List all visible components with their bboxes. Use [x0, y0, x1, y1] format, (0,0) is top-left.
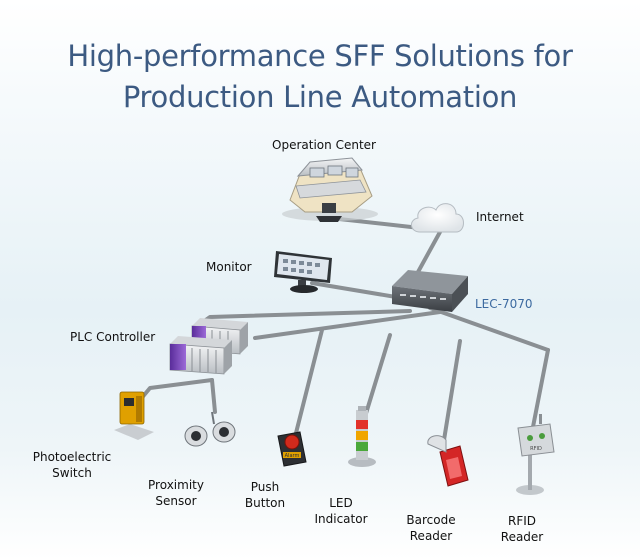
- label-barcode-line1: Barcode: [406, 513, 456, 527]
- label-plc-controller: PLC Controller: [70, 330, 156, 344]
- barcode-reader-icon: [427, 435, 469, 487]
- label-led-indicator: LED Indicator: [314, 495, 367, 527]
- title-line-1: High-performance SFF Solutions for: [67, 39, 573, 73]
- label-led-line2: Indicator: [314, 512, 368, 526]
- title-line-2: Production Line Automation: [122, 80, 518, 114]
- label-proximity-line2: Sensor: [155, 494, 197, 508]
- label-internet: Internet: [476, 210, 524, 224]
- label-proximity-sensor: Proximity Sensor: [148, 477, 204, 509]
- cable-lec-to-busline: [253, 310, 442, 340]
- rfid-device-text: RFID: [530, 446, 542, 452]
- proximity-sensor-icon: [184, 411, 236, 447]
- cable-lec-trunk: [428, 306, 550, 352]
- label-led-line1: LED: [329, 496, 353, 510]
- cable-to-led: [362, 333, 392, 422]
- led-indicator-icon: [348, 406, 376, 467]
- label-photoelectric-line2: Switch: [52, 466, 92, 480]
- label-rfid-line1: RFID: [507, 514, 537, 528]
- alarm-text: Alarm: [285, 453, 300, 459]
- plc-controller-icon: [169, 318, 248, 375]
- cable-internet-to-lec: [416, 230, 442, 274]
- label-push-line1: Push: [250, 480, 280, 494]
- cable-to-barcode: [442, 339, 462, 442]
- cable-plc-to-proximity: [210, 378, 217, 414]
- cable-monitor-to-lec: [310, 281, 404, 300]
- label-push-button: Push Button: [245, 479, 285, 511]
- photoelectric-switch-icon: [114, 391, 154, 440]
- label-rfid-reader: RFID Reader: [501, 513, 543, 545]
- label-rfid-line2: Reader: [500, 530, 544, 544]
- label-photoelectric-switch: Photoelectric Switch: [33, 449, 112, 481]
- operation-center-icon: [282, 157, 378, 222]
- label-operation-center: Operation Center: [272, 138, 376, 152]
- label-proximity-line1: Proximity: [148, 478, 204, 492]
- cloud-icon: [411, 203, 464, 233]
- cable-plc-to-photoelectric: [138, 378, 214, 402]
- rfid-reader-icon: RFID: [516, 414, 555, 495]
- lec-7070-device-icon: [392, 270, 468, 312]
- cable-to-rfid: [530, 348, 550, 434]
- diagram-title: High-performance SFF Solutions for Produ…: [0, 36, 640, 118]
- cable-to-push-button: [294, 328, 324, 435]
- push-button-icon: Alarm: [277, 431, 307, 467]
- monitor-icon: [274, 251, 332, 293]
- label-barcode-line2: Reader: [409, 529, 453, 543]
- label-lec-7070: LEC-7070: [475, 297, 533, 311]
- label-push-line2: Button: [244, 496, 286, 510]
- label-photoelectric-line1: Photoelectric: [32, 450, 112, 464]
- label-barcode-reader: Barcode Reader: [406, 512, 455, 544]
- label-monitor: Monitor: [206, 260, 252, 274]
